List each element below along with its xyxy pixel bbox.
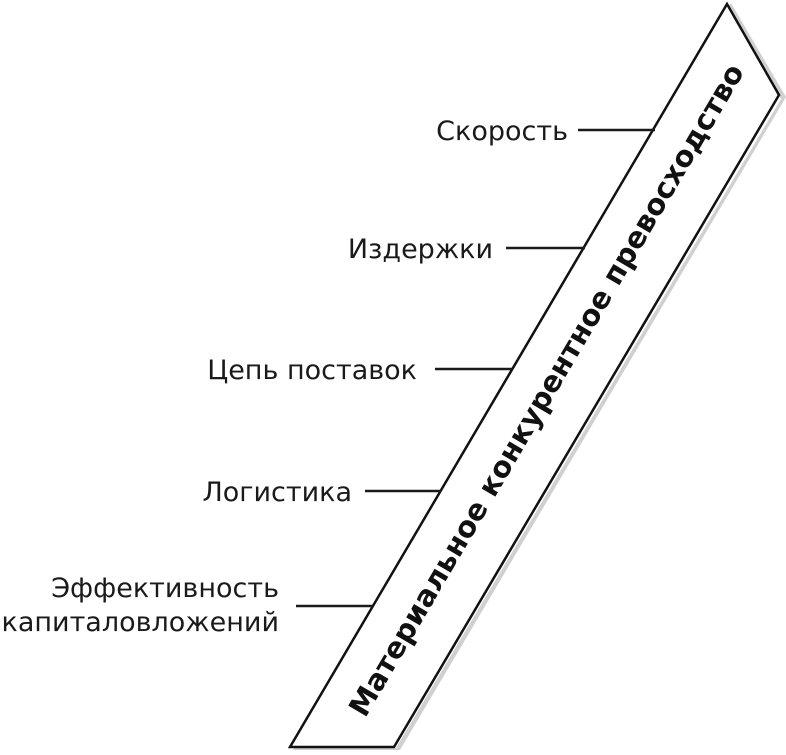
band-title: Материальное конкурентное превосходство [342, 58, 751, 722]
factor-label-line1: Эффективность [51, 573, 279, 604]
factor-label: Логистика [202, 477, 352, 508]
factor-logistics: Логистика [202, 477, 441, 508]
factor-speed: Скорость [436, 116, 655, 147]
factor-label-line2: капиталовложений [2, 607, 279, 638]
factor-supply-chain: Цепь поставок [207, 355, 513, 386]
factor-label: Скорость [436, 116, 568, 147]
factor-capital-efficiency: Эффективность капиталовложений [2, 573, 373, 638]
factor-label: Издержки [348, 234, 493, 265]
band-outline [287, 1, 781, 749]
factor-label: Цепь поставок [207, 355, 417, 386]
factor-costs: Издержки [348, 234, 585, 265]
